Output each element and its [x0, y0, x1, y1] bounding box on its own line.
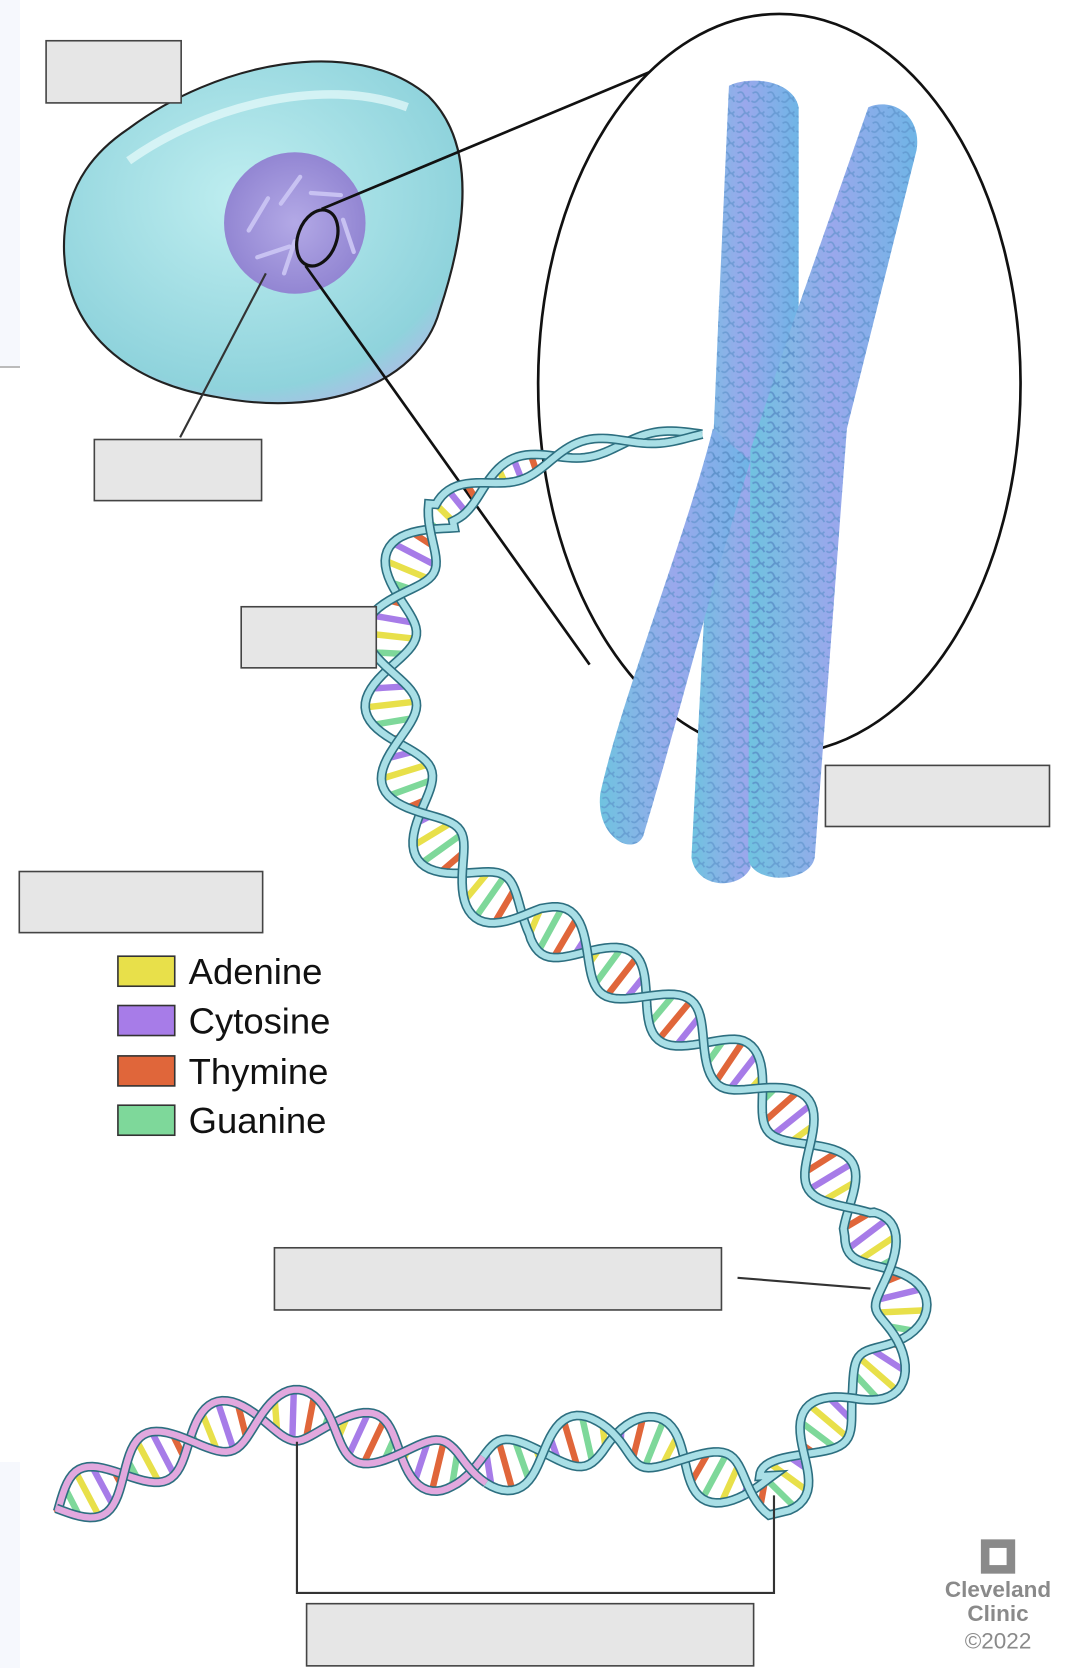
base-pair — [646, 992, 677, 1026]
base-pair — [370, 612, 415, 627]
base-pair — [364, 698, 417, 711]
base-pair — [380, 761, 430, 782]
base-pair — [845, 1216, 890, 1253]
label-box-base-pair[interactable] — [305, 1602, 755, 1667]
base-pair — [869, 1346, 907, 1374]
base-pair — [383, 557, 431, 582]
base-pair — [875, 1285, 923, 1304]
base-pair — [372, 714, 414, 729]
base-pair — [133, 1439, 162, 1484]
base-pair — [718, 1463, 742, 1504]
base-pair — [511, 1439, 532, 1482]
base-pair — [148, 1430, 178, 1477]
nucleus-pointer-line — [179, 272, 267, 438]
base-pair — [807, 1402, 851, 1441]
base-pair — [472, 873, 508, 920]
base-pair — [641, 1418, 667, 1469]
zoom-circle-small — [295, 208, 340, 268]
base-pair — [726, 1051, 760, 1092]
base-pair — [877, 1307, 927, 1316]
base-pair — [345, 1411, 372, 1458]
dna-strand-2 — [361, 431, 909, 1519]
label-box-cell[interactable] — [45, 39, 182, 104]
legend-label-cytosine: Cytosine — [189, 1000, 331, 1041]
label-box-nucleus[interactable] — [93, 438, 263, 502]
label-box-bases[interactable] — [18, 870, 264, 934]
base-pair — [603, 954, 640, 999]
base-pair — [302, 1395, 318, 1439]
base-pair — [387, 776, 434, 799]
logo-line2: Clinic — [967, 1601, 1028, 1626]
base-pair — [419, 831, 464, 866]
legend-label-thymine: Thymine — [189, 1051, 329, 1092]
base-pair — [798, 1419, 838, 1451]
base-pair — [535, 905, 566, 953]
base-pair — [560, 1419, 581, 1468]
base-pair — [803, 1148, 841, 1176]
logo-line1: Cleveland — [945, 1577, 1051, 1602]
chromosome — [599, 80, 918, 884]
dna-strand-2 — [55, 1386, 489, 1521]
base-pair — [550, 916, 580, 960]
legend-swatch-cytosine — [117, 1004, 176, 1037]
legend: Adenine Cytosine Thymine Guanine — [117, 951, 331, 1141]
label-box-dna[interactable] — [240, 605, 378, 669]
base-pair — [72, 1470, 103, 1518]
cell-highlight — [126, 90, 409, 165]
base-pair — [856, 1354, 900, 1394]
label-box-chromosome[interactable] — [824, 764, 1051, 828]
left-strip-bottom — [0, 1462, 20, 1668]
base-pair — [428, 1440, 447, 1492]
left-strip-top — [0, 0, 20, 366]
backbone-pointer-line — [737, 1276, 871, 1290]
base-pair — [655, 998, 694, 1042]
base-pair — [391, 540, 438, 569]
divider — [0, 366, 20, 368]
legend-label-guanine: Guanine — [189, 1100, 327, 1141]
base-pair — [495, 1440, 516, 1492]
gene-bracket — [295, 1441, 776, 1595]
logo-cross-icon — [980, 1539, 1016, 1574]
base-pair — [360, 1418, 388, 1465]
base-pair — [806, 1160, 855, 1193]
base-pair — [699, 1452, 730, 1501]
legend-swatch-thymine — [117, 1055, 176, 1087]
base-pair — [673, 1014, 703, 1048]
nucleus-chromosomes — [246, 174, 356, 276]
logo-copyright: ©2022 — [965, 1629, 1032, 1654]
label-box-backbone[interactable] — [273, 1246, 723, 1311]
legend-label-adenine: Adenine — [189, 951, 323, 992]
base-pair — [578, 1414, 596, 1464]
legend-swatch-adenine — [117, 955, 176, 988]
label-boxes — [18, 39, 1051, 1667]
base-pair — [198, 1411, 221, 1452]
base-pair — [491, 887, 518, 925]
base-pair — [214, 1400, 237, 1452]
base-pair — [411, 820, 453, 849]
cleveland-clinic-logo: Cleveland Clinic ©2022 — [945, 1539, 1051, 1654]
base-pair — [289, 1389, 298, 1441]
dna-helix — [53, 426, 932, 1523]
base-pair — [89, 1465, 116, 1507]
legend-swatch-guanine — [117, 1104, 176, 1137]
base-pair — [629, 1416, 647, 1460]
zoom-line-bottom — [304, 265, 591, 666]
dna-strand-1 — [361, 427, 931, 1507]
base-pair — [761, 1089, 801, 1125]
base-pair — [712, 1039, 747, 1085]
base-pair — [592, 946, 625, 987]
base-pair — [767, 1460, 810, 1494]
base-pair — [770, 1101, 814, 1138]
base-pair — [857, 1233, 898, 1264]
base-pair — [411, 1440, 431, 1483]
